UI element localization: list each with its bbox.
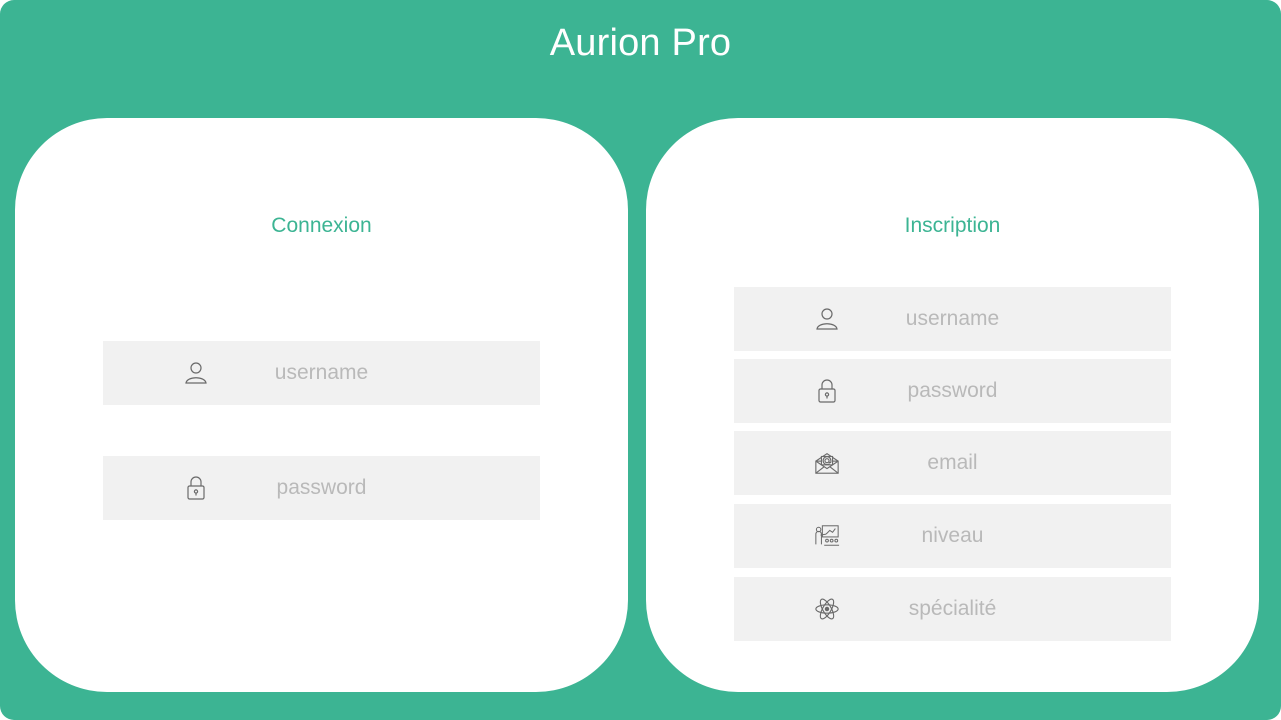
register-username-field[interactable]: username [734,287,1171,351]
register-password-placeholder: password [907,379,998,402]
register-password-field[interactable]: password [734,359,1171,423]
user-icon [814,305,840,333]
user-icon [183,359,209,387]
register-niveau-placeholder: niveau [921,524,984,547]
lock-icon [183,474,209,502]
login-username-placeholder: username [274,361,369,384]
register-email-field[interactable]: email [734,431,1171,495]
teacher-board-icon [814,522,840,550]
login-password-field[interactable]: password [103,456,540,520]
register-title: Inscription [904,214,1001,237]
lock-icon [814,377,840,405]
register-niveau-field[interactable]: niveau [734,504,1171,568]
register-username-placeholder: username [905,307,1000,330]
atom-icon [814,595,840,623]
envelope-icon [814,449,840,477]
app-title: Aurion Pro [549,22,732,64]
login-username-field[interactable]: username [103,341,540,405]
login-title: Connexion [271,214,372,237]
login-password-placeholder: password [276,476,367,499]
register-email-placeholder: email [927,451,978,474]
register-specialite-placeholder: spécialité [908,597,997,620]
register-specialite-field[interactable]: spécialité [734,577,1171,641]
login-card: Connexion username password [15,118,628,692]
register-card: Inscription username password [646,118,1259,692]
